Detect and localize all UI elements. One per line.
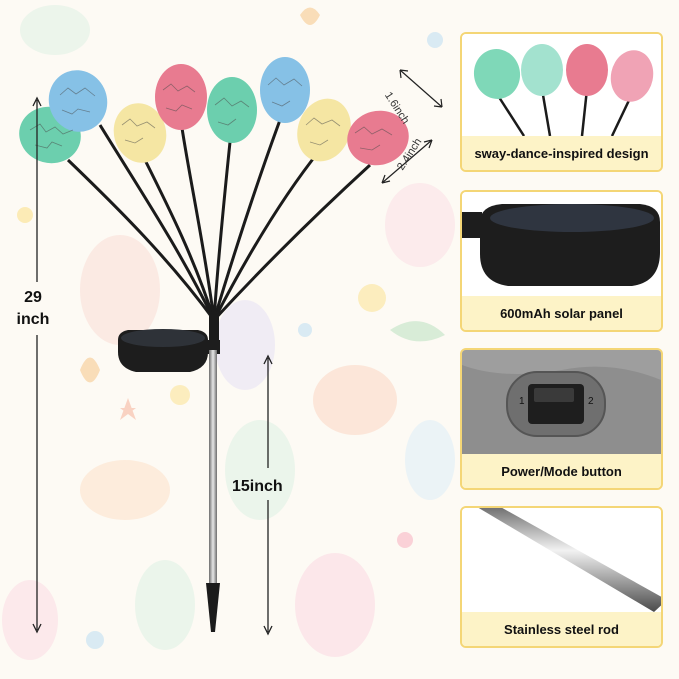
mint-egg-light	[473, 49, 521, 99]
switch-mark-1: 1	[519, 396, 525, 407]
solar-panel-surface	[121, 329, 205, 347]
feature-panel-button: 1 2 Power/Mode button	[460, 348, 663, 490]
panel-connector	[462, 212, 482, 238]
wire	[212, 149, 322, 321]
bg-dot	[298, 323, 312, 337]
stainless-steel-rod	[209, 350, 217, 585]
feature-caption: Power/Mode button	[462, 454, 661, 488]
ground-spike	[206, 583, 220, 632]
pink-egg-light	[610, 50, 654, 102]
switch-mark-2: 2	[588, 396, 594, 407]
steel-rod-photo	[462, 508, 661, 612]
wire	[98, 124, 216, 321]
bg-flower	[120, 398, 136, 420]
egg-lights	[19, 57, 409, 166]
wire	[212, 119, 282, 321]
bg-flower	[300, 7, 320, 25]
wire	[180, 127, 216, 321]
feature-caption: 600mAh solar panel	[462, 296, 661, 330]
stainless-steel-rod	[478, 508, 661, 612]
egg-crack-texture	[29, 77, 393, 151]
sway-design-photo	[462, 34, 661, 137]
bg-egg	[80, 460, 170, 520]
blue-egg-light	[48, 70, 108, 132]
bg-egg	[135, 560, 195, 650]
bg-leaf	[390, 321, 445, 342]
bg-egg	[215, 300, 275, 390]
bg-dot	[358, 284, 386, 312]
pink-egg-light	[347, 110, 409, 166]
yellow-egg-light	[297, 98, 351, 162]
bg-egg	[20, 5, 90, 55]
bg-dot	[86, 631, 104, 649]
stake-length-label: 15inch	[232, 478, 283, 495]
power-button-photo: 1 2	[462, 350, 661, 454]
feature-caption: sway-dance-inspired design	[462, 136, 661, 170]
wire	[212, 141, 232, 321]
mint-egg-light	[207, 77, 257, 143]
height-dimension-line	[32, 96, 42, 634]
wire	[143, 159, 216, 321]
wire-bundle	[66, 119, 372, 322]
yellow-egg-light	[113, 103, 167, 163]
bg-egg	[295, 553, 375, 657]
feature-panel-rod: Stainless steel rod	[460, 506, 663, 648]
wire	[66, 158, 216, 321]
bg-egg	[313, 365, 397, 435]
wire	[212, 163, 372, 322]
pink-egg-light	[566, 44, 608, 96]
bg-dot	[397, 532, 413, 548]
total-height-label: 29 inch	[16, 289, 50, 328]
feature-panel-solar: 600mAh solar panel	[460, 190, 663, 332]
feature-caption: Stainless steel rod	[462, 612, 661, 646]
mint-egg-light	[521, 44, 563, 96]
bg-dot	[427, 32, 443, 48]
bg-egg	[385, 183, 455, 267]
bg-egg	[2, 580, 58, 660]
stake-dimension-line	[263, 354, 273, 636]
feature-panel-sway-design: sway-dance-inspired design	[460, 32, 663, 172]
pink-egg-light	[155, 64, 207, 130]
bg-dot	[17, 207, 33, 223]
blue-egg-light	[260, 57, 310, 123]
solar-panel-photo	[462, 192, 661, 296]
bg-egg	[405, 420, 455, 500]
switch-slider	[534, 388, 574, 402]
bg-flower	[80, 357, 100, 383]
egg-dimension-lines	[381, 69, 443, 184]
bg-dot	[170, 385, 190, 405]
bg-egg	[225, 420, 295, 520]
bg-egg	[80, 235, 160, 345]
solar-panel-surface	[490, 204, 654, 232]
wire-hub	[209, 312, 219, 342]
